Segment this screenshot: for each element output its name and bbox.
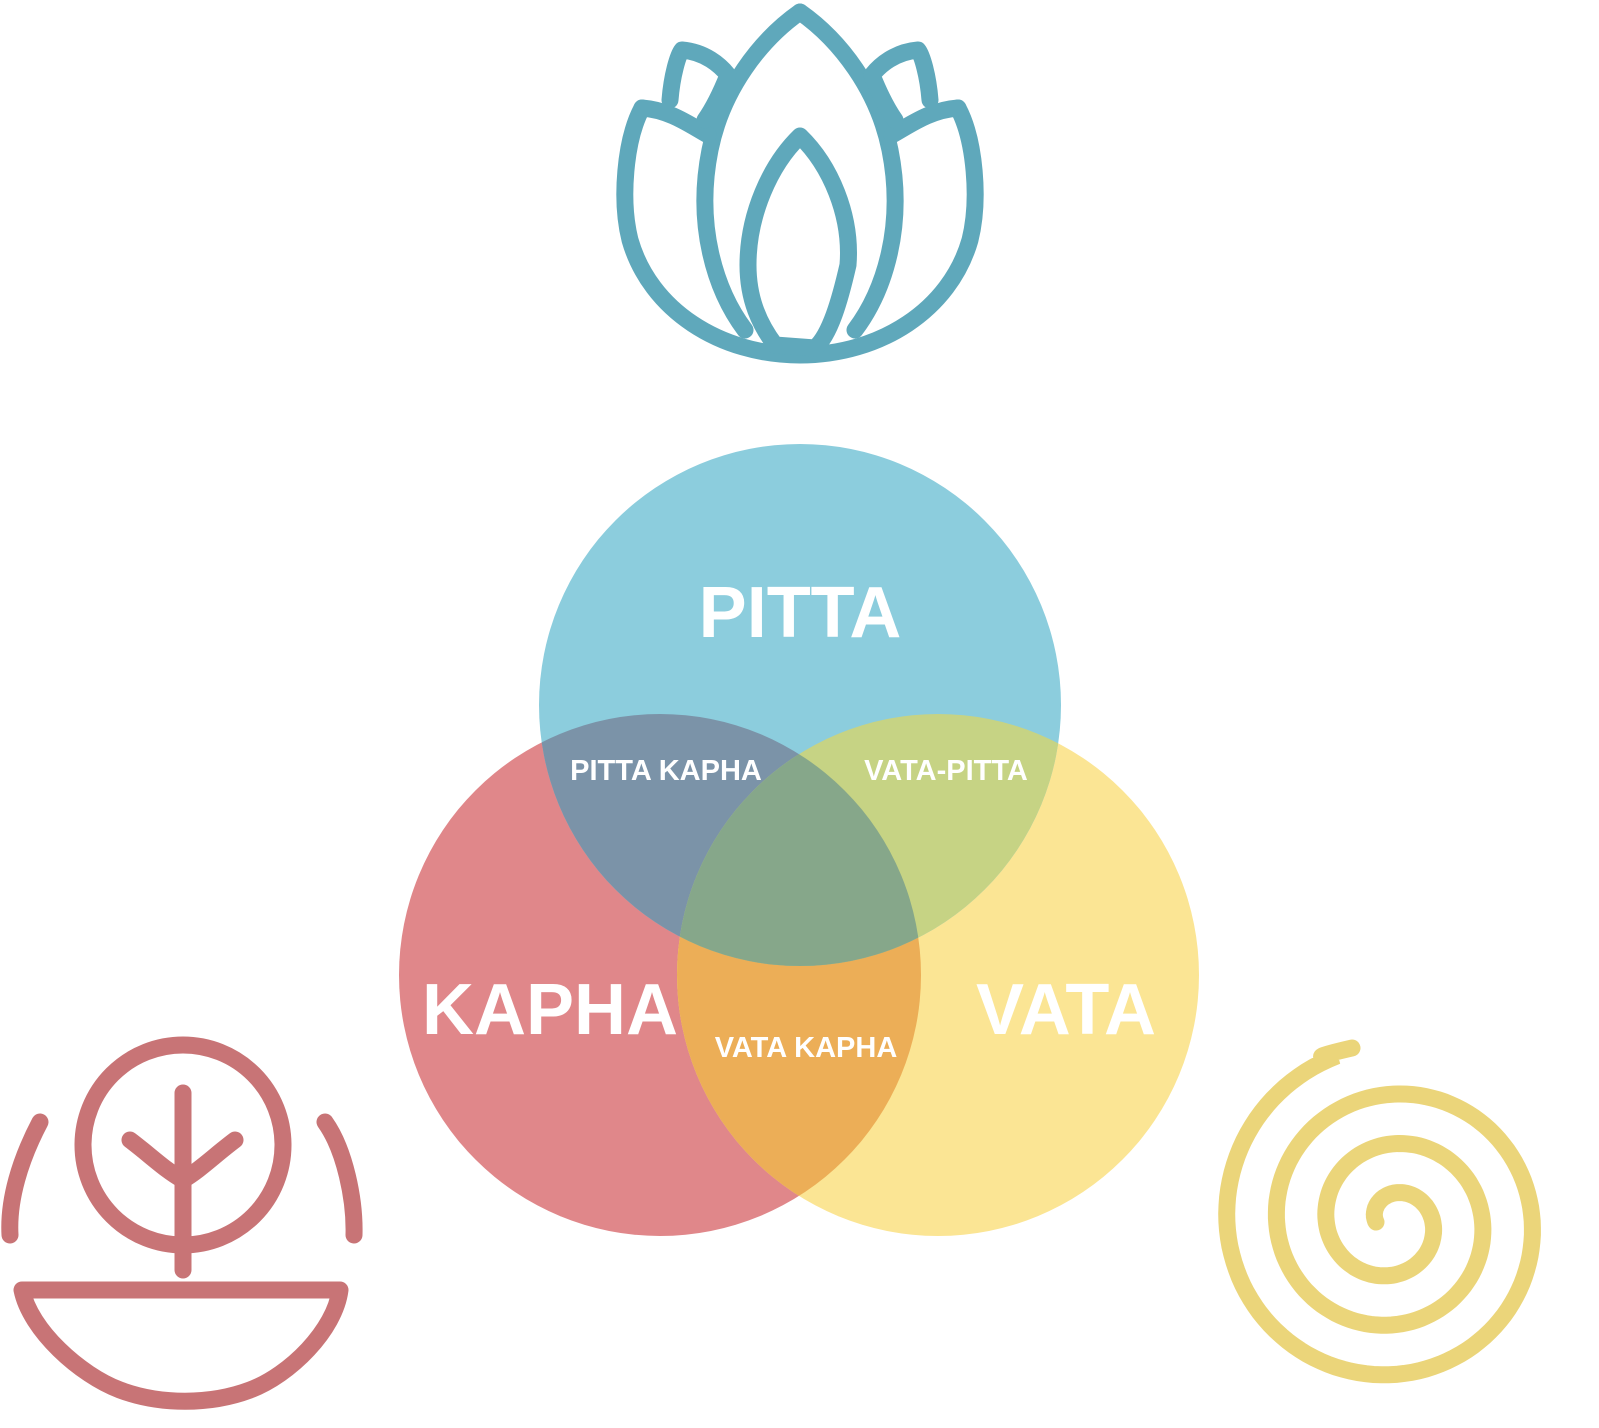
pitta-kapha-label: PITTA KAPHA	[570, 755, 762, 787]
kapha-label: KAPHA	[422, 970, 678, 1050]
vata-kapha-label: VATA KAPHA	[715, 1032, 898, 1064]
tree-bowl-icon	[1, 1036, 363, 1410]
spiral-icon	[1218, 1039, 1541, 1384]
pitta-label: PITTA	[699, 573, 902, 653]
lotus-icon	[616, 3, 984, 364]
vata-label: VATA	[976, 970, 1156, 1050]
center-overlap	[677, 714, 921, 966]
vata-pitta-label: VATA-PITTA	[864, 755, 1028, 787]
